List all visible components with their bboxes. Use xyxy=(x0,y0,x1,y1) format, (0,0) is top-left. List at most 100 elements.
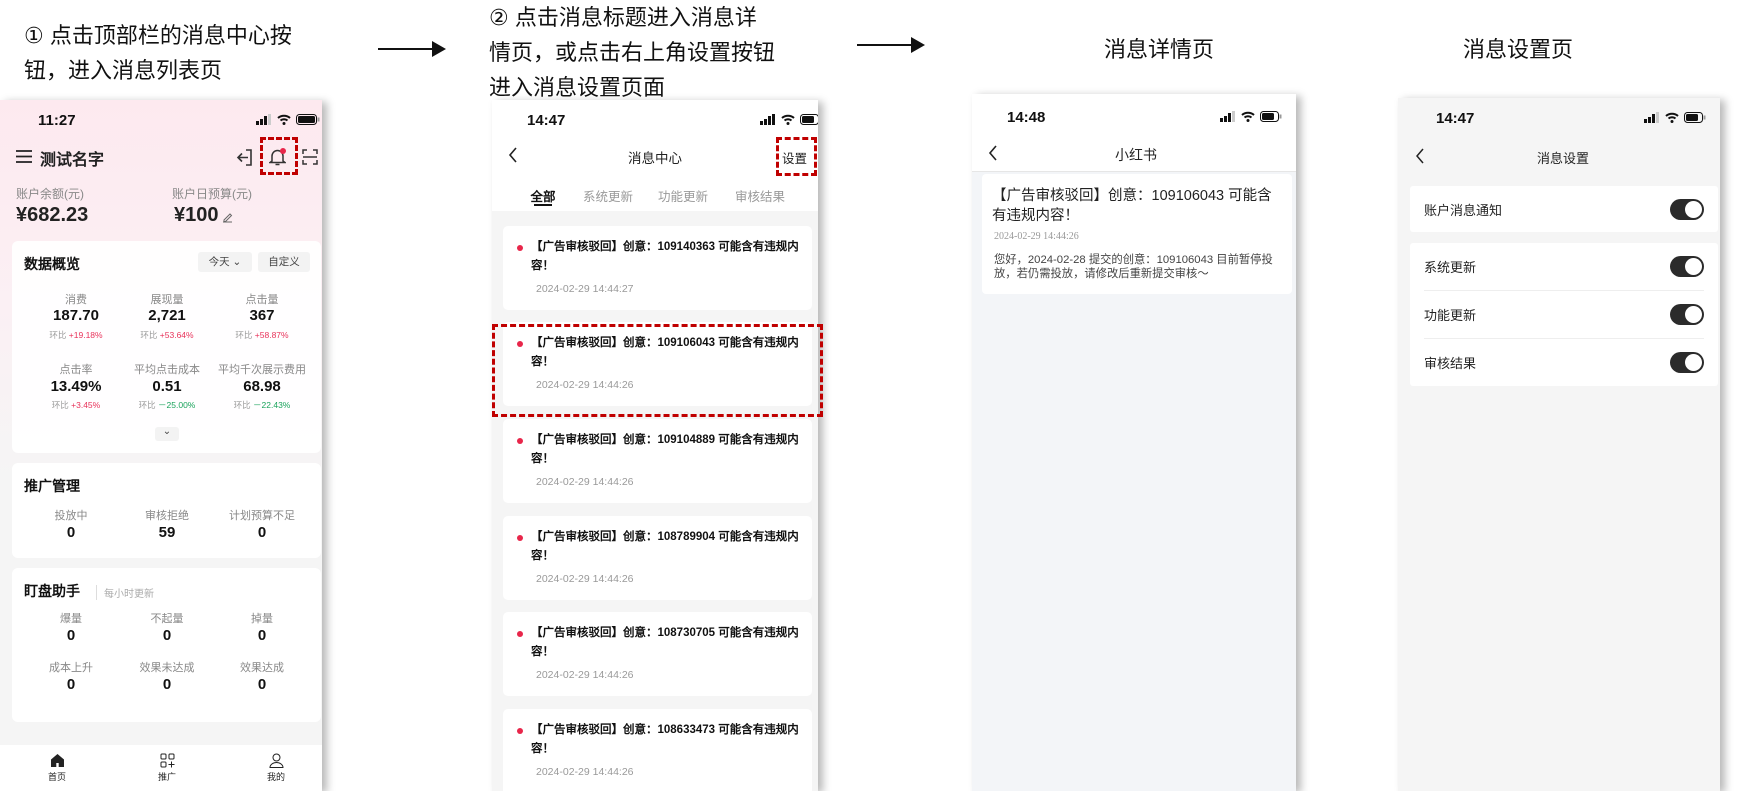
metric-label: 平均千次展示费用 xyxy=(218,364,306,376)
message-item[interactable]: 【广告审核驳回】创意：109140363 可能含有违规内容！2024-02-29… xyxy=(503,226,812,310)
metric-change: 环比 +58.87% xyxy=(235,329,288,341)
page-title: 小红书 xyxy=(1115,147,1157,163)
message-item[interactable]: 【广告审核驳回】创意：109104889 可能含有违规内容！2024-02-29… xyxy=(503,419,812,503)
signal-icon xyxy=(1220,111,1235,122)
message-title[interactable]: 【广告审核驳回】创意：108789904 可能含有违规内容！ xyxy=(531,531,799,562)
step2-caption: ② 点击消息标题进入消息详 情页，或点击右上角设置按钮 进入消息设置页面 xyxy=(489,0,775,105)
toggle-switch[interactable] xyxy=(1670,256,1704,277)
highlight-box xyxy=(776,137,817,176)
overview-card: 数据概览 今天 ⌄ 自定义 消费 187.70 环比 +19.18% 展现量 2… xyxy=(12,241,321,453)
setting-system-update: 系统更新 xyxy=(1424,243,1704,290)
message-item[interactable]: 【广告审核驳回】创意：108633473 可能含有违规内容！ 2024-02-29… xyxy=(503,709,812,791)
signal-icon xyxy=(760,114,775,125)
status-time: 14:47 xyxy=(527,112,566,129)
header xyxy=(492,100,818,211)
message-title[interactable]: 【广告审核驳回】创意：109106043 可能含有违规内容！ xyxy=(531,337,799,368)
bell-icon[interactable] xyxy=(269,148,286,166)
caption-line: ② 点击消息标题进入消息详 xyxy=(489,5,757,30)
toggle-switch[interactable] xyxy=(1670,352,1704,373)
metric-value: 187.70 xyxy=(53,307,99,324)
metric-value: 367 xyxy=(249,307,275,324)
tab-bar: 首页 推广 我的 xyxy=(0,745,322,791)
message-title[interactable]: 【广告审核驳回】创意：109104889 可能含有违规内容！ xyxy=(531,434,799,465)
caption-line: 进入消息设置页面 xyxy=(489,75,666,100)
status-icons xyxy=(1220,111,1282,122)
message-title[interactable]: 【广告审核驳回】创意：108730705 可能含有违规内容！ xyxy=(531,627,799,658)
message-item[interactable]: 【广告审核驳回】创意：108789904 可能含有违规内容！2024-02-29… xyxy=(503,516,812,600)
battery-icon xyxy=(1260,111,1282,122)
detail-body: 您好，2024-02-28 提交的创意：109106043 目前暂停投放，若仍需… xyxy=(994,254,1273,280)
switch-account-icon[interactable] xyxy=(236,149,253,166)
metric-change: 环比 +19.18% xyxy=(49,329,102,341)
expand-chevron-icon[interactable]: ⌄ xyxy=(155,427,179,441)
page-title: 消息中心 xyxy=(628,151,682,166)
metric-label: 展现量 xyxy=(150,294,184,306)
change-label: 环比 xyxy=(138,400,156,410)
tab-home[interactable]: 首页 xyxy=(48,753,66,783)
toggle-switch[interactable] xyxy=(1670,304,1704,325)
scan-icon[interactable] xyxy=(302,149,318,165)
wifi-icon xyxy=(277,114,291,125)
promo-value[interactable]: 0 xyxy=(66,524,76,541)
change-value: +58.87% xyxy=(254,330,289,340)
battery-icon xyxy=(1684,112,1706,123)
battery-icon xyxy=(800,114,818,125)
unread-dot xyxy=(517,245,523,251)
message-date: 2024-02-29 14:44:26 xyxy=(536,766,634,778)
menu-icon[interactable] xyxy=(16,150,32,163)
metric-label: 平均点击成本 xyxy=(134,364,200,376)
arrow-icon xyxy=(378,41,446,57)
change-label: 环比 xyxy=(49,330,67,340)
message-title[interactable]: 【广告审核驳回】创意：108633473 可能含有违规内容！ xyxy=(531,724,799,755)
wifi-icon xyxy=(1665,112,1679,123)
message-detail-card: 【广告审核驳回】创意：109106043 可能含有违规内容！ 2024-02-2… xyxy=(982,174,1292,294)
tab-review-result[interactable]: 审核结果 xyxy=(734,190,786,204)
settings-button[interactable]: 设置 xyxy=(782,152,808,166)
home-icon xyxy=(50,754,64,767)
period-dropdown[interactable]: 今天 ⌄ xyxy=(198,252,252,272)
highlight-box xyxy=(492,324,823,417)
monitor-value: 0 xyxy=(66,676,76,693)
highlight-box xyxy=(260,137,298,175)
arrow-icon xyxy=(857,37,925,53)
edit-icon[interactable] xyxy=(222,212,233,223)
message-title[interactable]: 【广告审核驳回】创意：109140363 可能含有违规内容！ xyxy=(531,241,799,272)
status-time: 14:47 xyxy=(1436,110,1475,127)
unread-dot xyxy=(517,341,523,347)
step1-caption: ① 点击顶部栏的消息中心按 钮，进入消息列表页 xyxy=(24,18,292,88)
monitor-value: 0 xyxy=(66,627,76,644)
detail-title: 【广告审核驳回】创意：109106043 可能含有违规内容！ xyxy=(992,188,1272,224)
back-icon[interactable] xyxy=(1415,148,1425,164)
tab-promo[interactable]: 推广 xyxy=(158,753,176,783)
monitor-label: 不起量 xyxy=(150,613,184,625)
tab-feature-update[interactable]: 功能更新 xyxy=(657,190,709,204)
monitor-label: 爆量 xyxy=(60,613,82,625)
wifi-icon xyxy=(781,114,795,125)
message-item[interactable]: 【广告审核驳回】创意：109106043 可能含有违规内容！2024-02-29… xyxy=(503,322,812,406)
toggle-switch[interactable] xyxy=(1670,199,1704,220)
tab-all[interactable]: 全部 xyxy=(530,190,556,204)
metric-change: 环比 +53.64% xyxy=(140,329,193,341)
setting-review-result: 审核结果 xyxy=(1424,339,1704,386)
unread-dot xyxy=(517,535,523,541)
tab-system-update[interactable]: 系统更新 xyxy=(582,190,634,204)
back-icon[interactable] xyxy=(988,145,998,161)
status-icons xyxy=(760,114,818,125)
promo-title: 推广管理 xyxy=(24,478,80,494)
change-value: +19.18% xyxy=(68,330,103,340)
setting-feature-update: 功能更新 xyxy=(1424,291,1704,338)
setting-label: 功能更新 xyxy=(1424,308,1477,323)
message-center-screen: 14:47 消息中心 设置 全部 系统更新 功能更新 审核结果 【广告审核驳回】… xyxy=(492,100,818,791)
promo-value[interactable]: 0 xyxy=(257,524,267,541)
custom-period-button[interactable]: 自定义 xyxy=(258,252,310,272)
setting-label: 系统更新 xyxy=(1424,260,1477,275)
step4-caption: 消息设置页 xyxy=(1462,37,1574,62)
promo-value[interactable]: 59 xyxy=(158,524,176,541)
tab-mine[interactable]: 我的 xyxy=(267,753,285,783)
status-time: 14:48 xyxy=(1007,109,1046,126)
message-item[interactable]: 【广告审核驳回】创意：108730705 可能含有违规内容！2024-02-29… xyxy=(503,612,812,696)
unread-dot xyxy=(517,438,523,444)
promo-label: 投放中 xyxy=(54,510,88,522)
back-icon[interactable] xyxy=(508,147,518,163)
budget-label: 账户日预算(元) xyxy=(172,187,252,201)
